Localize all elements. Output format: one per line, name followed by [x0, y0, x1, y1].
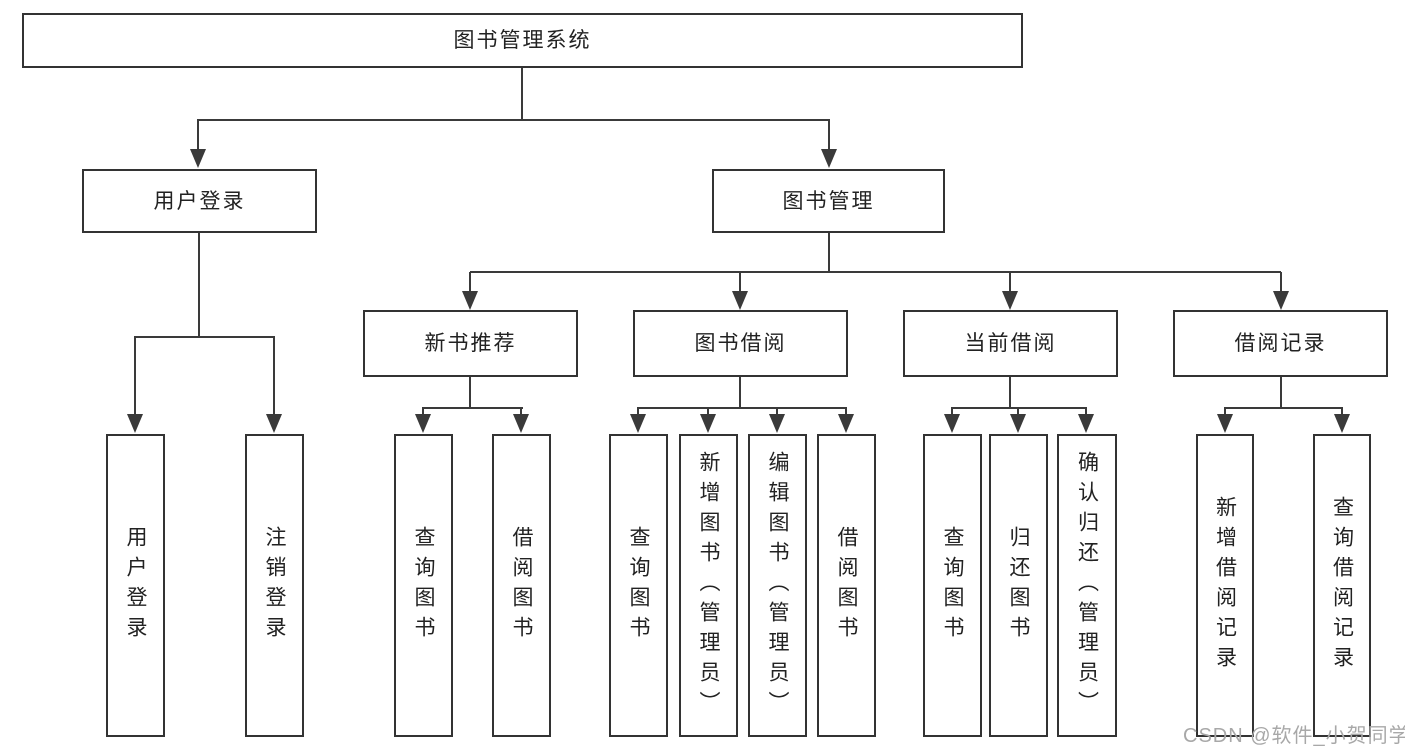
- leaf-query-books-borrow: 查询图书: [609, 434, 668, 737]
- arrowhead-g5-leaf2: [1334, 414, 1350, 433]
- arrowhead-new-book: [462, 291, 478, 310]
- connector-borrow-records-shaft: [1280, 272, 1282, 292]
- leaf-user-login: 用户登录: [106, 434, 165, 737]
- connector-g5-drop: [1280, 377, 1282, 408]
- arrowhead-g3-leaf4: [838, 414, 854, 433]
- leaf-return-books: 归还图书: [989, 434, 1048, 737]
- leaf-query-books-current: 查询图书: [923, 434, 982, 737]
- arrowhead-book-borrow: [732, 291, 748, 310]
- connector-g2-drop: [469, 377, 471, 408]
- connector-g5-leaf1-shaft: [1224, 407, 1226, 417]
- leaf-logout-login: 注销登录: [245, 434, 304, 737]
- leaf-add-books-admin: 新增图书（管理员）: [679, 434, 738, 737]
- connector-book-mgmt-drop: [828, 233, 830, 272]
- connector-g4-leaf1-shaft: [951, 407, 953, 417]
- node-root: 图书管理系统: [22, 13, 1023, 68]
- connector-g3-horizontal: [638, 407, 847, 409]
- arrowhead-g3-leaf3: [769, 414, 785, 433]
- connector-g3-leaf1-shaft: [637, 407, 639, 417]
- connector-user-login-drop: [198, 233, 200, 337]
- arrowhead-g4-leaf3: [1078, 414, 1094, 433]
- arrowhead-leaf-user-login: [127, 414, 143, 433]
- connector-root-drop: [521, 68, 523, 120]
- arrowhead-user-login: [190, 149, 206, 168]
- connector-g4-drop: [1009, 377, 1011, 408]
- node-book-borrow: 图书借阅: [633, 310, 848, 377]
- arrowhead-g3-leaf2: [700, 414, 716, 433]
- connector-g5-leaf2-shaft: [1341, 407, 1343, 417]
- connector-user-login-shaft: [197, 119, 199, 150]
- connector-g2-horizontal: [423, 407, 523, 409]
- leaf-query-books-recommend: 查询图书: [394, 434, 453, 737]
- arrowhead-g4-leaf1: [944, 414, 960, 433]
- arrowhead-g4-leaf2: [1010, 414, 1026, 433]
- connector-g3-leaf2-shaft: [707, 407, 709, 417]
- connector-new-book-shaft: [469, 272, 471, 292]
- leaf-confirm-return-admin: 确认归还（管理员）: [1057, 434, 1117, 737]
- connector-book-mgmt-shaft: [828, 119, 830, 150]
- connector-current-borrow-shaft: [1009, 272, 1011, 292]
- connector-book-borrow-shaft: [739, 272, 741, 292]
- connector-book-mgmt-horizontal: [470, 271, 1281, 273]
- node-book-management: 图书管理: [712, 169, 945, 233]
- connector-user-login-horizontal: [135, 336, 275, 338]
- connector-g5-horizontal: [1225, 407, 1343, 409]
- connector-g3-leaf3-shaft: [776, 407, 778, 417]
- connector-g3-drop: [739, 377, 741, 408]
- connector-g3-leaf4-shaft: [845, 407, 847, 417]
- watermark: CSDN @软件_小贺同学: [1183, 725, 1405, 747]
- arrowhead-borrow-records: [1273, 291, 1289, 310]
- connector-leaf-logout-shaft: [273, 336, 275, 415]
- connector-g4-leaf2-shaft: [1017, 407, 1019, 417]
- arrowhead-g2-leaf1: [415, 414, 431, 433]
- arrowhead-leaf-logout: [266, 414, 282, 433]
- node-current-borrow: 当前借阅: [903, 310, 1118, 377]
- arrowhead-book-mgmt: [821, 149, 837, 168]
- arrowhead-current-borrow: [1002, 291, 1018, 310]
- connector-g2-leaf1-shaft: [422, 407, 424, 417]
- leaf-borrow-books: 借阅图书: [817, 434, 876, 737]
- node-user-login: 用户登录: [82, 169, 317, 233]
- connector-leaf-user-login-shaft: [134, 336, 136, 415]
- leaf-add-borrow-record: 新增借阅记录: [1196, 434, 1254, 737]
- arrowhead-g5-leaf1: [1217, 414, 1233, 433]
- leaf-query-borrow-record: 查询借阅记录: [1313, 434, 1371, 737]
- arrowhead-g3-leaf1: [630, 414, 646, 433]
- node-new-book-recommend: 新书推荐: [363, 310, 578, 377]
- connector-g4-horizontal: [952, 407, 1087, 409]
- connector-g2-leaf2-shaft: [520, 407, 522, 417]
- arrowhead-g2-leaf2: [513, 414, 529, 433]
- connector-g4-leaf3-shaft: [1085, 407, 1087, 417]
- connector-root-horizontal: [198, 119, 830, 121]
- leaf-borrow-books-recommend: 借阅图书: [492, 434, 551, 737]
- leaf-edit-books-admin: 编辑图书（管理员）: [748, 434, 807, 737]
- node-borrow-records: 借阅记录: [1173, 310, 1388, 377]
